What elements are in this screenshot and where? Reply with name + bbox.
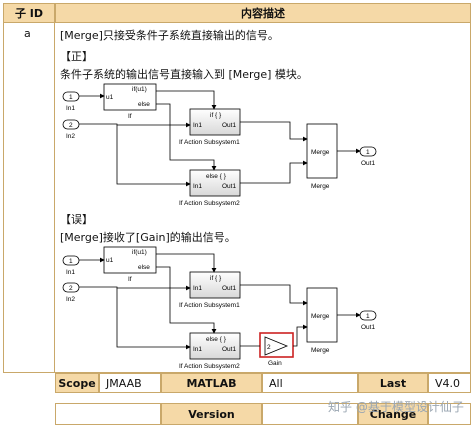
ifsub-trigger: if { } bbox=[210, 275, 222, 282]
if-port-u1: u1 bbox=[106, 94, 114, 101]
in1-num: 1 bbox=[69, 94, 73, 101]
rule-text: [Merge]只接受条件子系统直接输出的信号。 bbox=[60, 29, 279, 42]
if-name: If bbox=[128, 276, 132, 283]
merge-block bbox=[306, 287, 338, 343]
in2-label: In2 bbox=[66, 296, 75, 303]
gain-name: Gain bbox=[268, 360, 282, 367]
inport-in1-icon bbox=[62, 255, 80, 266]
change-label-cell: Change bbox=[358, 403, 428, 425]
in1-label: In1 bbox=[66, 105, 75, 112]
merge-label: Merge bbox=[311, 313, 330, 320]
in2-num: 2 bbox=[69, 285, 73, 292]
elsesub-name: If Action Subsystem2 bbox=[179, 363, 240, 370]
gain-value: 2 bbox=[267, 344, 271, 351]
correct-diagram-labels: 1 In1 2 In2 u1 if(u1) else If if { } In1… bbox=[66, 86, 375, 207]
ifsub-in: In1 bbox=[193, 122, 202, 129]
inport-in2-icon bbox=[62, 282, 80, 293]
elsesub-trigger: else { } bbox=[206, 173, 227, 180]
out-label: Out1 bbox=[361, 160, 375, 167]
scope-label-cell: Scope bbox=[55, 373, 99, 393]
scope-value: JMAAB bbox=[106, 376, 142, 390]
if-cond: if(u1) bbox=[132, 249, 147, 256]
if-cond: if(u1) bbox=[132, 86, 147, 93]
out-num: 1 bbox=[366, 149, 370, 156]
wrong-diagram bbox=[62, 246, 377, 360]
elsesub-in: In1 bbox=[193, 346, 202, 353]
merge-block bbox=[306, 123, 338, 179]
wrong-diagram-labels: 1 In1 2 In2 u1 if(u1) else If if { } In1… bbox=[66, 249, 375, 370]
if-else: else bbox=[138, 101, 150, 108]
ifsub-name: If Action Subsystem1 bbox=[179, 302, 240, 309]
in2-num: 2 bbox=[69, 122, 73, 129]
out-label: Out1 bbox=[361, 324, 375, 331]
in1-label: In1 bbox=[66, 269, 75, 276]
last-value-cell: V4.0 bbox=[428, 373, 471, 393]
merge-name: Merge bbox=[311, 183, 330, 190]
description-cell bbox=[55, 23, 471, 373]
in2-label: In2 bbox=[66, 133, 75, 140]
subid-cell: a bbox=[3, 23, 55, 373]
correct-label: 【正】 bbox=[60, 50, 93, 63]
if-port-u1: u1 bbox=[106, 257, 114, 264]
version-label: Version bbox=[188, 407, 235, 421]
elsesub-name: If Action Subsystem2 bbox=[179, 200, 240, 207]
if-name: If bbox=[128, 113, 132, 120]
version-label-cell: Version bbox=[161, 403, 262, 425]
inport-in2-icon bbox=[62, 119, 80, 130]
matlab-label: MATLAB bbox=[186, 376, 237, 390]
out-num: 1 bbox=[366, 313, 370, 320]
scope-value-cell: JMAAB bbox=[99, 373, 161, 393]
merge-label: Merge bbox=[311, 149, 330, 156]
header-subid: 子 ID bbox=[3, 3, 55, 23]
header-description-text: 内容描述 bbox=[241, 7, 285, 20]
version-blank-cell bbox=[55, 403, 161, 425]
watermark: 知乎 @基于模型设计仙子 bbox=[328, 400, 464, 414]
elsesub-out: Out1 bbox=[222, 183, 236, 190]
wrong-desc: [Merge]接收了[Gain]的输出信号。 bbox=[60, 231, 236, 244]
scope-label: Scope bbox=[58, 376, 96, 390]
matlab-value-cell: All bbox=[262, 373, 358, 393]
if-else: else bbox=[138, 264, 150, 271]
if-block bbox=[103, 246, 157, 274]
last-label: Last bbox=[379, 376, 407, 390]
ifsub-trigger: if { } bbox=[210, 112, 222, 119]
elsesub-trigger: else { } bbox=[206, 336, 227, 343]
last-label-cell: Last bbox=[358, 373, 428, 393]
merge-name: Merge bbox=[311, 347, 330, 354]
subid-value: a bbox=[24, 27, 31, 40]
gain-triangle-icon bbox=[264, 336, 289, 356]
matlab-value: All bbox=[269, 376, 283, 390]
wrong-label: 【误】 bbox=[60, 213, 93, 226]
elsesub-in: In1 bbox=[193, 183, 202, 190]
header-description: 内容描述 bbox=[55, 3, 471, 23]
correct-desc: 条件子系统的输出信号直接输入到 [Merge] 模块。 bbox=[60, 68, 308, 81]
ifsub-out: Out1 bbox=[222, 285, 236, 292]
change-label: Change bbox=[369, 407, 417, 421]
matlab-label-cell: MATLAB bbox=[161, 373, 262, 393]
inport-in1-icon bbox=[62, 91, 80, 102]
correct-diagram bbox=[62, 83, 377, 197]
header-subid-text: 子 ID bbox=[14, 7, 44, 20]
in1-num: 1 bbox=[69, 258, 73, 265]
ifsub-in: In1 bbox=[193, 285, 202, 292]
gain-highlight bbox=[259, 332, 294, 358]
last-value: V4.0 bbox=[435, 376, 461, 390]
ifsub-out: Out1 bbox=[222, 122, 236, 129]
elsesub-out: Out1 bbox=[222, 346, 236, 353]
ifsub-name: If Action Subsystem1 bbox=[179, 139, 240, 146]
